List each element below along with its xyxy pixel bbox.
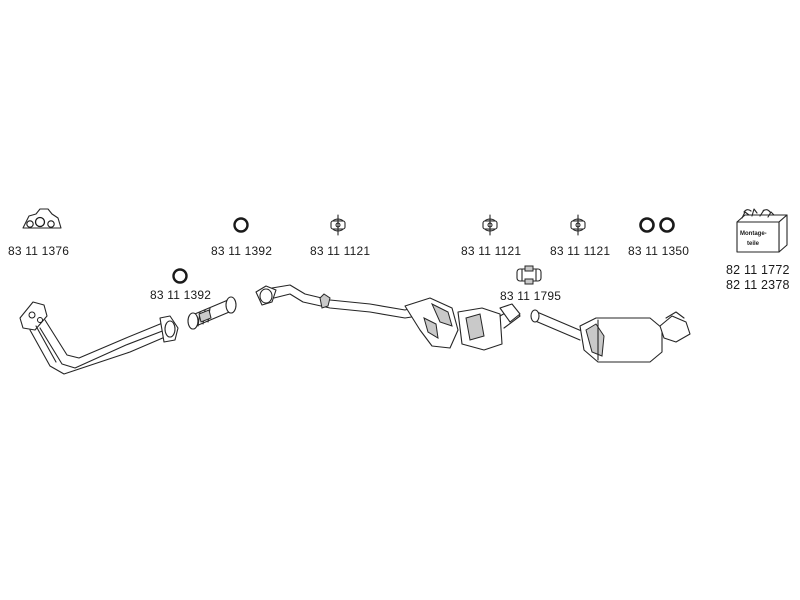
part-number-pipe-clamp: 83 11 1795 [500, 289, 562, 303]
part-number-hanger-3: 83 11 1121 [550, 244, 611, 258]
rubber-hanger-1-icon [330, 214, 346, 236]
center-pipe-muffler-icon [255, 284, 521, 351]
rubber-hanger-2-icon [482, 214, 498, 236]
kit-box-text-line2: teile [747, 241, 760, 247]
part-number-ring-gasket-lower: 83 11 1392 [150, 288, 212, 302]
ring-gasket-lower-icon [172, 268, 188, 284]
part-number-o-rings: 83 11 1350 [628, 244, 690, 258]
part-number-ring-gasket-top: 83 11 1392 [211, 244, 273, 258]
kit-box-text-line1: Montage- [740, 231, 767, 237]
o-rings-icon [639, 217, 675, 233]
intermediate-pipe-icon [187, 296, 237, 330]
part-number-manifold-gasket: 83 11 1376 [8, 244, 70, 258]
part-number-hanger-1: 83 11 1121 [310, 244, 371, 258]
ring-gasket-top-icon [233, 217, 249, 233]
part-number-hanger-2: 83 11 1121 [461, 244, 522, 258]
part-number-mounting-kit-1: 82 11 1772 [726, 263, 790, 277]
rear-muffler-icon [530, 309, 691, 363]
rubber-hanger-3-icon [570, 214, 586, 236]
mounting-kit-box-icon: Montage- teile [736, 208, 788, 253]
front-pipe-icon [19, 301, 179, 375]
pipe-clamp-icon [516, 265, 542, 285]
part-number-mounting-kit-2: 82 11 2378 [726, 278, 790, 292]
manifold-gasket-icon [22, 208, 62, 229]
